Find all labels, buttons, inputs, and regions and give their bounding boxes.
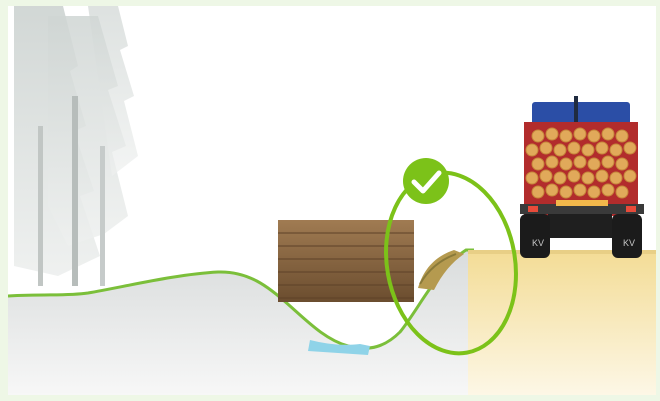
timber-landing-illustration: KV KV bbox=[8, 6, 656, 395]
illustration-stage: KV KV bbox=[8, 6, 656, 395]
forest-trees bbox=[14, 6, 138, 286]
rear-plate-right: KV bbox=[623, 238, 635, 248]
log-truck: KV KV bbox=[520, 96, 644, 258]
rear-plate-left: KV bbox=[532, 238, 544, 248]
landing-area bbox=[468, 250, 656, 395]
check-circle-icon bbox=[403, 158, 449, 204]
